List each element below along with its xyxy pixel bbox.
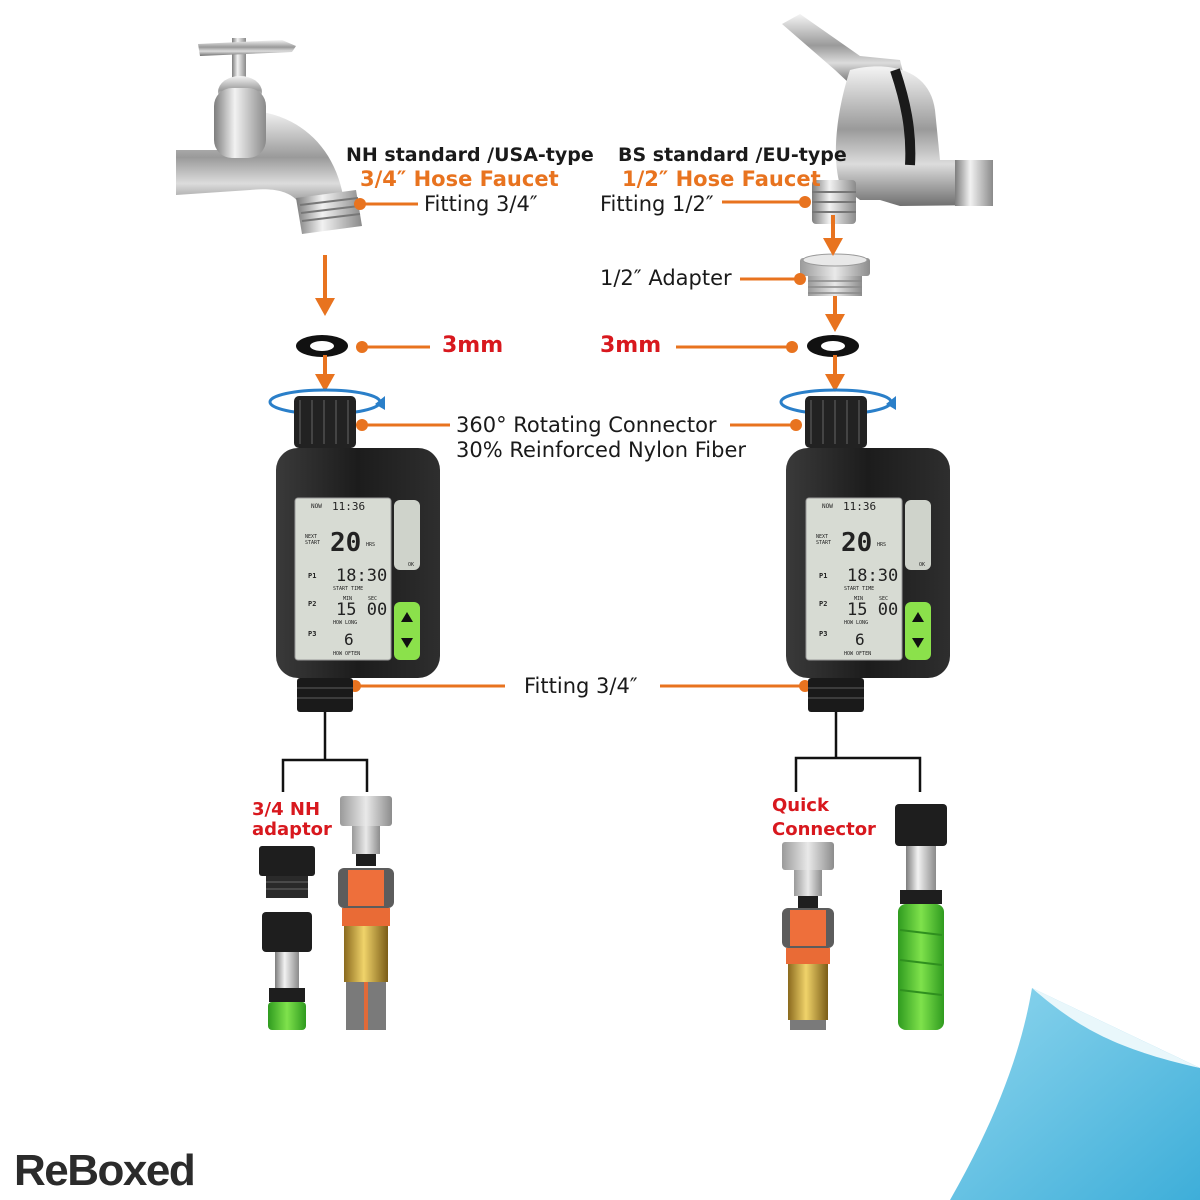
- left-lcd-next-start-label: NEXT START: [305, 534, 321, 546]
- left-lcd-now: NOW: [311, 503, 322, 510]
- half-inch-adapter-part: [800, 253, 870, 296]
- right-standard-label: BS standard /EU-type: [618, 144, 847, 166]
- right-faucet-label: 1/2″ Hose Faucet: [622, 167, 821, 191]
- connector-label-line1: 360° Rotating Connector: [456, 413, 717, 437]
- right-water-timer: [779, 388, 950, 712]
- right-lcd-p2: P2: [819, 600, 828, 608]
- adapter-label: 1/2″ Adapter: [600, 266, 732, 290]
- orange-arrows: [315, 215, 845, 392]
- left-lcd-how-often-label: HOW OFTEN: [333, 651, 361, 657]
- right-lcd-next-start-label: NEXT START: [816, 534, 832, 546]
- left-hose-with-nut: [262, 912, 312, 1030]
- brand-logo: ReBoxed: [14, 1146, 196, 1195]
- right-fitting-label: Fitting 1/2″: [600, 192, 714, 216]
- right-lcd-start-time: 18:30: [847, 566, 899, 586]
- connector-label-line2: 30% Reinforced Nylon Fiber: [456, 438, 747, 462]
- right-lcd-start-time-label: START TIME: [844, 586, 875, 592]
- leader-lines: [349, 196, 811, 692]
- right-lcd-p1: P1: [819, 572, 828, 580]
- right-quick-connector-hose: [782, 842, 834, 1030]
- right-lcd-how-long-label: HOW LONG: [844, 620, 869, 626]
- outlet-fitting-label: Fitting 3/4″: [524, 674, 638, 698]
- right-lcd-how-often: 6: [855, 630, 865, 649]
- left-quick-connector-hose: [338, 796, 394, 1030]
- left-lcd-start-time: 18:30: [336, 566, 388, 586]
- right-lcd-ok: OK: [919, 562, 926, 568]
- right-lcd-min: MIN: [854, 596, 864, 602]
- left-lcd-p1: P1: [308, 572, 317, 580]
- left-fitting-label: Fitting 3/4″: [424, 192, 538, 216]
- right-lcd-next-start-value: 20: [841, 528, 873, 558]
- usa-hose-faucet: [176, 38, 362, 234]
- left-lcd-hrs: HRS: [366, 542, 376, 548]
- left-water-timer: [268, 388, 440, 712]
- right-lcd-p3: P3: [819, 630, 828, 638]
- left-lcd-ok: OK: [408, 562, 415, 568]
- right-lcd-now: NOW: [822, 503, 833, 510]
- left-lcd-sec: SEC: [368, 596, 378, 602]
- right-lcd-hrs: HRS: [877, 542, 887, 548]
- branch-lines: [281, 712, 922, 792]
- left-lcd-p3: P3: [308, 630, 317, 638]
- right-expandable-hose: [895, 804, 947, 1030]
- quick-connector-label: Quick Connector: [772, 795, 876, 840]
- left-lcd-min: MIN: [343, 596, 353, 602]
- left-washer-label: 3mm: [442, 333, 504, 358]
- left-lcd-how-long: 15 00: [336, 600, 388, 620]
- right-lcd-sec: SEC: [879, 596, 889, 602]
- nh-adaptor-label: 3/4 NH adaptor: [252, 799, 332, 840]
- eu-hose-faucet: [782, 14, 993, 224]
- left-lcd-how-long-label: HOW LONG: [333, 620, 358, 626]
- left-lcd-p2: P2: [308, 600, 317, 608]
- left-standard-label: NH standard /USA-type: [346, 144, 594, 166]
- right-washer-label: 3mm: [600, 333, 662, 358]
- right-lcd-clock: 11:36: [843, 500, 877, 513]
- left-lcd-how-often: 6: [344, 630, 354, 649]
- left-faucet-label: 3/4″ Hose Faucet: [360, 167, 559, 191]
- left-rubber-washer: [296, 335, 348, 357]
- left-lcd-next-start-value: 20: [330, 528, 362, 558]
- right-lcd-how-long: 15 00: [847, 600, 899, 620]
- left-lcd-clock: 11:36: [332, 500, 366, 513]
- right-rubber-washer: [807, 335, 859, 357]
- right-lcd-how-often-label: HOW OFTEN: [844, 651, 872, 657]
- nh-adaptor-part: [259, 846, 315, 898]
- corner-page-curl: [950, 988, 1200, 1200]
- left-lcd-start-time-label: START TIME: [333, 586, 364, 592]
